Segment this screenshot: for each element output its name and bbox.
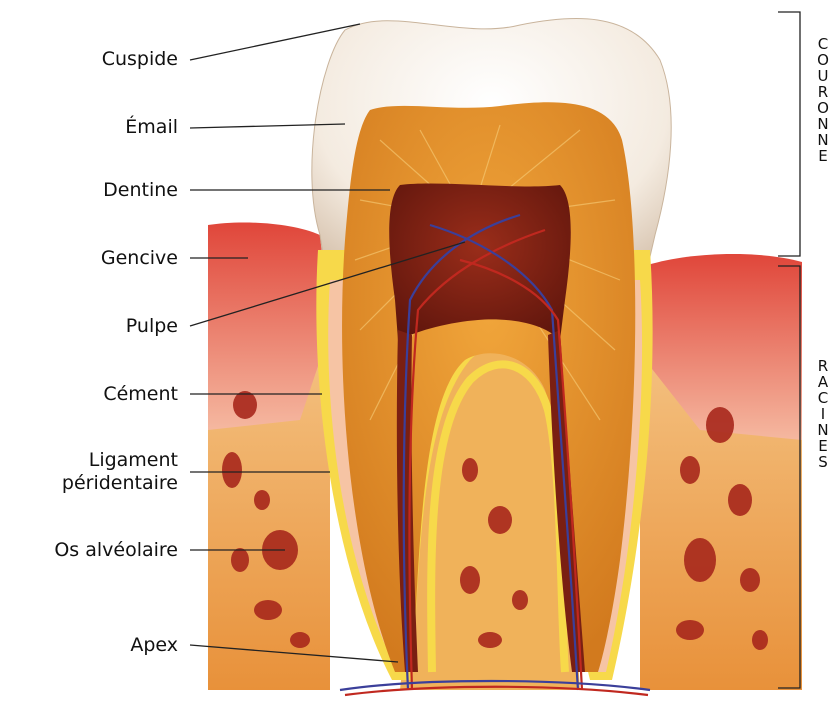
racines-letter: N — [816, 422, 830, 438]
bone-cavity — [231, 548, 249, 572]
bone-cavity — [222, 452, 242, 488]
label-os-alveolaire: Os alvéolaire — [0, 539, 178, 561]
bone-cavity — [478, 632, 502, 648]
couronne-letter: O — [816, 52, 830, 68]
bracket-label-couronne: C O U R O N N E — [816, 36, 830, 164]
racines-letter: R — [816, 358, 830, 374]
bone-cavity — [462, 458, 478, 482]
couronne-letter: E — [816, 148, 830, 164]
bone-cavity — [740, 568, 760, 592]
racines-letter: I — [816, 406, 830, 422]
label-ligament-line1: Ligament — [20, 449, 178, 471]
bone-cavity — [680, 456, 700, 484]
bone-cavity — [290, 632, 310, 648]
label-gencive: Gencive — [40, 247, 178, 269]
racines-letter: C — [816, 390, 830, 406]
racines-letter: A — [816, 374, 830, 390]
couronne-letter: N — [816, 132, 830, 148]
label-apex: Apex — [40, 634, 178, 656]
racines-letter: E — [816, 438, 830, 454]
bone-cavity — [488, 506, 512, 534]
label-pulpe: Pulpe — [40, 315, 178, 337]
label-cement: Cément — [40, 383, 178, 405]
bone-cavity — [254, 490, 270, 510]
label-dentine: Dentine — [40, 179, 178, 201]
couronne-letter: R — [816, 84, 830, 100]
bone-cavity — [752, 630, 768, 650]
couronne-letter: O — [816, 100, 830, 116]
bone-cavity — [684, 538, 716, 582]
couronne-letter: N — [816, 116, 830, 132]
bracket-label-racines: R A C I N E S — [816, 358, 830, 470]
bone-cavity — [728, 484, 752, 516]
couronne-letter: U — [816, 68, 830, 84]
label-cuspide: Cuspide — [40, 48, 178, 70]
racines-letter: S — [816, 454, 830, 470]
label-ligament-line2: péridentaire — [0, 472, 178, 494]
label-email: Émail — [40, 116, 178, 138]
couronne-letter: C — [816, 36, 830, 52]
bone-cavity — [233, 391, 257, 419]
bone-cavity — [706, 407, 734, 443]
bracket-couronne — [778, 12, 800, 256]
bone-cavity — [512, 590, 528, 610]
bone-cavity — [460, 566, 480, 594]
bone-cavity — [254, 600, 282, 620]
bone-cavity — [676, 620, 704, 640]
